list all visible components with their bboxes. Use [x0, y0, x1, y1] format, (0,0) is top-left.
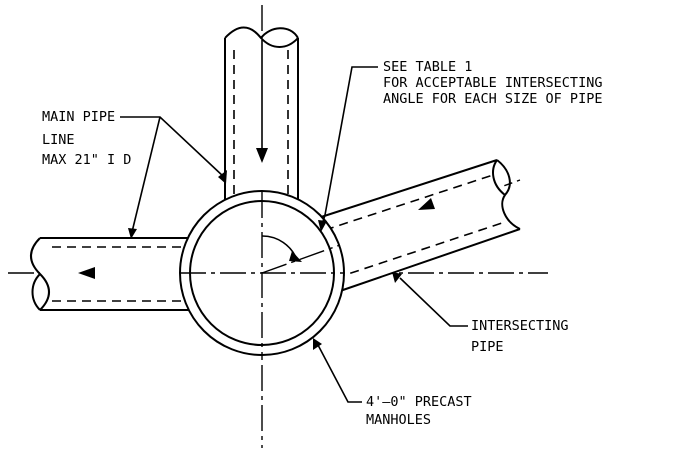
intersecting-label: INTERSECTING: [471, 318, 569, 334]
top-inlet-pipe: [224, 26, 299, 205]
acceptable-angle-label: FOR ACCEPTABLE INTERSECTING: [383, 75, 602, 91]
intersecting-pipe-leader: [392, 272, 468, 327]
main-outlet-pipe: [30, 237, 200, 311]
precast-manhole: [179, 190, 345, 356]
main-pipe-max-label: MAX 21" I D: [42, 152, 131, 168]
see-table-leader: [318, 66, 378, 232]
main-pipe-label: MAIN PIPE: [42, 109, 115, 125]
manhole-size-label: 4'–0" PRECAST: [366, 394, 472, 410]
manhole-label: MANHOLES: [366, 412, 431, 428]
manhole-leader: [313, 338, 362, 403]
main-pipe-line-label: LINE: [42, 132, 75, 148]
intersecting-pipe-label: PIPE: [471, 339, 504, 355]
see-table-label: SEE TABLE 1: [383, 59, 472, 75]
angle-each-size-label: ANGLE FOR EACH SIZE OF PIPE: [383, 91, 602, 107]
main-pipe-leader: [120, 116, 227, 239]
intersecting-pipe: [317, 159, 521, 292]
